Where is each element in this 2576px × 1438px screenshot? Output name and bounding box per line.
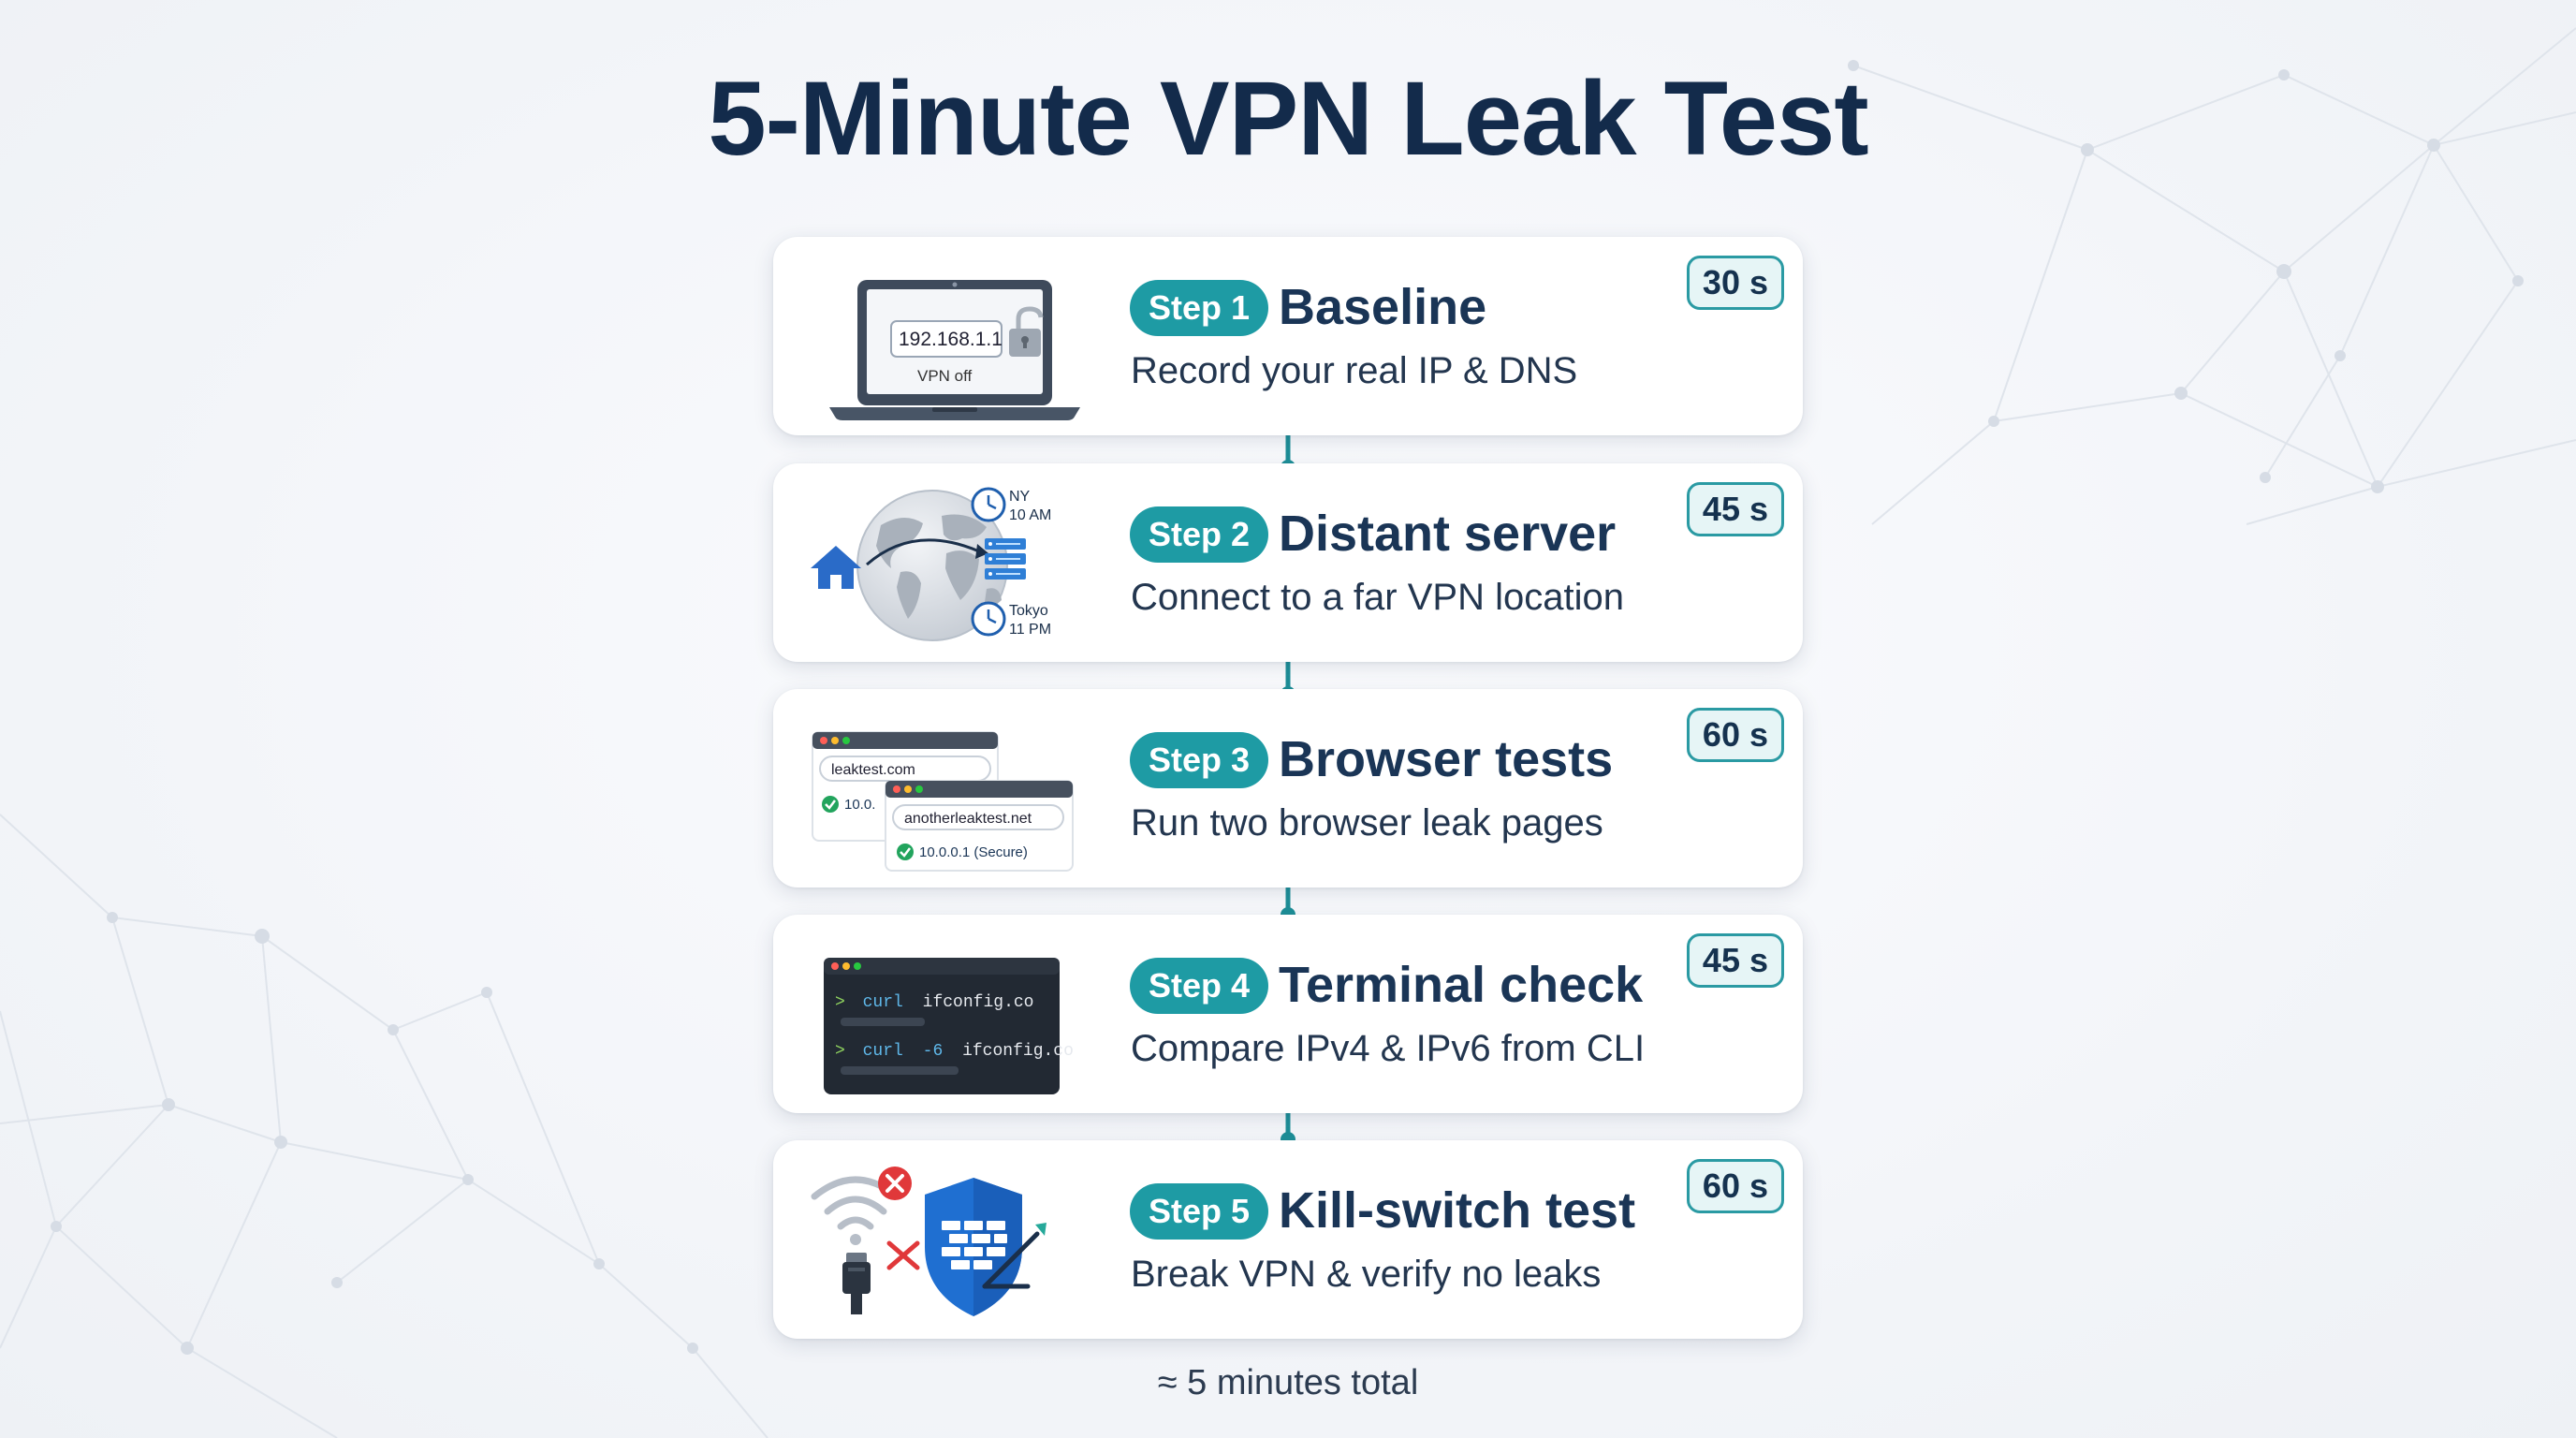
server-icon xyxy=(985,538,1026,580)
step-label: Step 3 xyxy=(1130,732,1269,788)
clock-icon xyxy=(971,601,1006,637)
time-badge: 60 s xyxy=(1686,1159,1784,1213)
cmd1-arg: ifconfig.co xyxy=(923,993,1034,1012)
home-icon xyxy=(811,546,861,589)
page-title: 5-Minute VPN Leak Test xyxy=(708,60,1868,177)
step-title: Distant server xyxy=(1279,506,1617,562)
step-description: Record your real IP & DNS xyxy=(1131,350,1578,391)
time-badge: 30 s xyxy=(1686,256,1784,310)
time-badge: 60 s xyxy=(1686,708,1784,762)
step-description: Connect to a far VPN location xyxy=(1131,577,1624,618)
step-card-4: > curl ifconfig.co > curl -6 ifconfig.co… xyxy=(773,915,1803,1113)
site2-result: 10.0.0.1 (Secure) xyxy=(919,844,1028,860)
step-title: Terminal check xyxy=(1279,957,1644,1013)
firewall-shield-icon xyxy=(811,1167,1046,1316)
step-label: Step 2 xyxy=(1130,506,1269,563)
clock2-time: 11 PM xyxy=(1009,622,1051,638)
step-description: Compare IPv4 & IPv6 from CLI xyxy=(1131,1028,1646,1069)
laptop-icon: 192.168.1.1 VPN off xyxy=(829,280,1080,420)
ethernet-cable-icon xyxy=(842,1253,871,1314)
step-card-5: Step 5 Kill-switch test Break VPN & veri… xyxy=(773,1140,1803,1339)
vpn-status-text: VPN off xyxy=(917,367,973,385)
baseline-ip-text: 192.168.1.1 xyxy=(899,329,1003,350)
clock2-city: Tokyo xyxy=(1009,603,1048,619)
cmd1-keyword: curl xyxy=(863,993,903,1012)
cmd1-prompt: > xyxy=(835,993,845,1012)
step-label: Step 4 xyxy=(1130,958,1269,1014)
cmd2-flag: -6 xyxy=(923,1042,944,1061)
x-icon xyxy=(878,1167,912,1200)
globe-icon: NY 10 AM Tokyo 11 PM xyxy=(811,487,1051,641)
step-label: Step 1 xyxy=(1130,280,1269,336)
total-time-note: ≈ 5 minutes total xyxy=(1157,1363,1419,1402)
clock1-city: NY xyxy=(1009,489,1031,505)
time-badge: 45 s xyxy=(1686,482,1784,536)
site1-url: leaktest.com xyxy=(831,762,915,778)
step-title: Kill-switch test xyxy=(1279,1182,1636,1239)
cmd2-prompt: > xyxy=(835,1042,845,1061)
step-title: Browser tests xyxy=(1279,731,1614,787)
time-badge: 45 s xyxy=(1686,933,1784,988)
svg-text:> curl ifconfig.co: > curl ifconfig.co xyxy=(835,993,1033,1012)
step-card-1: 192.168.1.1 VPN off Step 1 Baseline Reco… xyxy=(773,237,1803,435)
clock1-time: 10 AM xyxy=(1009,507,1051,523)
cmd2-arg: ifconfig.co xyxy=(962,1042,1074,1061)
step-card-3: leaktest.com 10.0. anotherleaktest.net 1… xyxy=(773,689,1803,888)
site2-url: anotherleaktest.net xyxy=(904,811,1032,827)
step-title: Baseline xyxy=(1279,279,1487,335)
clock-icon xyxy=(971,487,1006,522)
svg-text:> curl -6 if: > curl -6 ifconfig.co xyxy=(835,1042,1074,1061)
step-description: Break VPN & verify no leaks xyxy=(1131,1254,1602,1295)
unlocked-padlock-icon xyxy=(1009,306,1044,357)
site1-result: 10.0. xyxy=(844,797,875,813)
browser-windows-icon: leaktest.com 10.0. anotherleaktest.net 1… xyxy=(812,731,1074,872)
terminal-icon: > curl ifconfig.co > curl -6 ifconfig.co xyxy=(824,958,1074,1094)
browser-window-2: anotherleaktest.net 10.0.0.1 (Secure) xyxy=(885,780,1074,872)
cmd2-keyword: curl xyxy=(863,1042,903,1061)
step-card-2: NY 10 AM Tokyo 11 PM Step 2 Distant serv… xyxy=(773,463,1803,662)
step-description: Run two browser leak pages xyxy=(1131,802,1603,844)
step-label: Step 5 xyxy=(1130,1183,1269,1240)
